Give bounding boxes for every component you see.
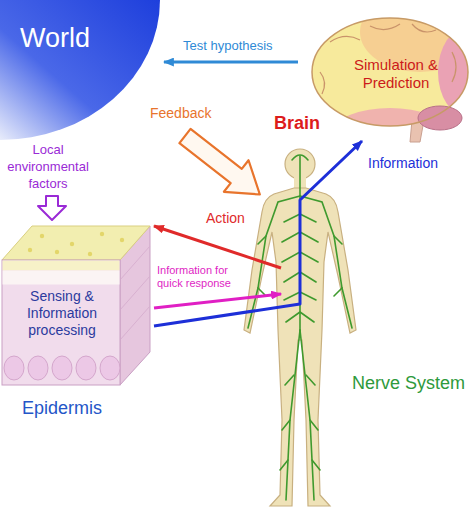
action-arrow (154, 226, 281, 268)
edge-label: Information (368, 155, 438, 172)
epidermis-block: Sensing & Information processingEpidermi… (2, 220, 150, 385)
skin-top-face (2, 226, 150, 260)
brain-lobes (300, 0, 475, 152)
surface-dot (70, 242, 74, 246)
brain-sulcus (320, 72, 325, 94)
environment-label: Local environmental factors (2, 141, 94, 192)
skin-cell (100, 356, 120, 380)
skin-side-line (120, 306, 150, 340)
surface-dot (88, 252, 92, 256)
skin-cell (76, 356, 96, 380)
feedback-label: Feedback (150, 105, 211, 122)
edge-label: Test hypothesis (183, 38, 273, 54)
skin-front-face (2, 260, 120, 385)
stratum-corneum (3, 261, 120, 271)
brain-function: Simulation & Prediction (344, 56, 448, 92)
right-arm-nerve (300, 196, 352, 328)
feedback-arrow (173, 120, 272, 210)
skin-surface-dots (28, 232, 124, 256)
brain-nerve (292, 155, 308, 160)
brain-sulcus (330, 36, 360, 42)
right-leg-nerve (300, 330, 314, 500)
brain-sulcus (452, 52, 456, 82)
test-hypothesis-arrow (164, 61, 298, 64)
left-leg-nerve (286, 330, 300, 500)
cerebellum (418, 106, 462, 130)
epidermis-function: Sensing & Information processing (14, 288, 110, 338)
epidermis-label: Epidermis (22, 398, 102, 420)
surface-dot (40, 234, 44, 238)
nerve-system-figure: Nerve System (283, 150, 317, 500)
stratum-granulosum (3, 271, 120, 285)
brain-sulci (320, 24, 456, 94)
world-region: World (0, 0, 160, 140)
information-arrow (154, 141, 362, 326)
skin-cell (52, 356, 72, 380)
brain-sulcus (412, 24, 436, 32)
skin-cell (4, 356, 24, 380)
edge-label: Action (206, 210, 245, 227)
skin-side-layers (120, 246, 150, 340)
brain-outline (312, 18, 468, 126)
skin-cell (28, 356, 48, 380)
surface-dot (55, 250, 59, 254)
surface-dot (120, 238, 124, 242)
edge-label: Information for quick response (157, 264, 249, 290)
environment-arrow (38, 196, 66, 220)
brain-label: Brain (274, 113, 320, 135)
world-region-shape (0, 0, 160, 140)
world-quadrant (0, 0, 160, 140)
quick-response-arrow (154, 294, 281, 308)
brain-sulcus (370, 24, 400, 30)
skin-side-line (120, 276, 150, 310)
occipital-lobe (438, 27, 475, 117)
skin-cells (4, 356, 120, 380)
brain-node: Simulation & PredictionBrain (300, 12, 470, 137)
world-label: World (20, 22, 90, 54)
surface-dot (100, 232, 104, 236)
nerve-system-label: Nerve System (343, 370, 465, 397)
surface-dot (28, 248, 32, 252)
